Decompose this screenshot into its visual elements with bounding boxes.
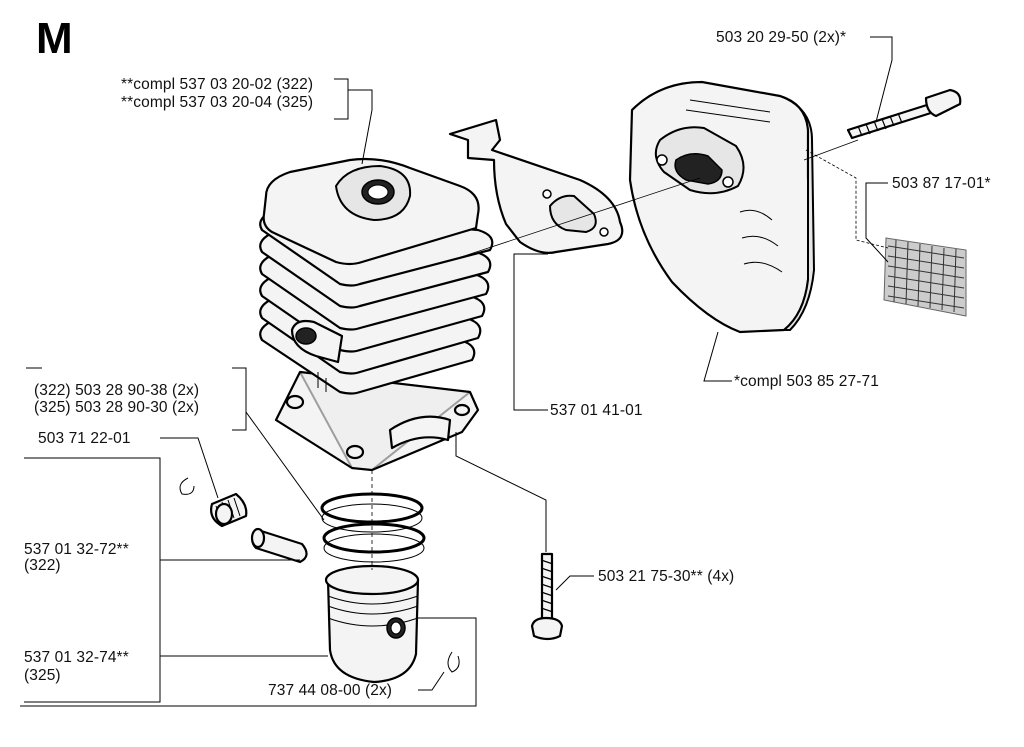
label-bearing: 503 71 22-01 (38, 430, 131, 447)
label-ring-325: (325) 503 28 90-30 (2x) (34, 399, 200, 416)
label-gasket: 537 01 41-01 (550, 402, 643, 419)
label-piston-322-model: (322) (24, 557, 61, 574)
gasket-drawing (448, 118, 624, 254)
cylinder-drawing (259, 157, 494, 472)
label-cylinder-325: **compl 537 03 20-04 (325) (121, 94, 314, 111)
label-muffler: *compl 503 85 27-71 (734, 373, 879, 390)
small-parts-drawing (179, 477, 460, 673)
piston-drawing (324, 564, 420, 684)
label-piston-325-model: (325) (24, 667, 61, 684)
screw-drawing (530, 552, 564, 641)
muffler-drawing (628, 80, 815, 334)
label-screen: 503 87 17-01* (892, 175, 991, 192)
label-piston-325-number: 537 01 32-74** (24, 649, 129, 666)
label-circlip: 737 44 08-00 (2x) (268, 682, 393, 699)
bolt-top-drawing (846, 88, 962, 140)
label-bolt-top: 503 20 29-50 (2x)* (716, 29, 847, 46)
piston-rings-drawing (320, 492, 426, 563)
screen-drawing (883, 237, 967, 317)
label-piston-322-number: 537 01 32-72** (24, 541, 129, 558)
label-cylinder-322: **compl 537 03 20-02 (322) (121, 76, 314, 93)
label-ring-322: (322) 503 28 90-38 (2x) (34, 382, 200, 399)
leader-lines (20, 36, 893, 707)
label-screw: 503 21 75-30** (4x) (598, 568, 735, 585)
section-letter: M (36, 14, 73, 63)
